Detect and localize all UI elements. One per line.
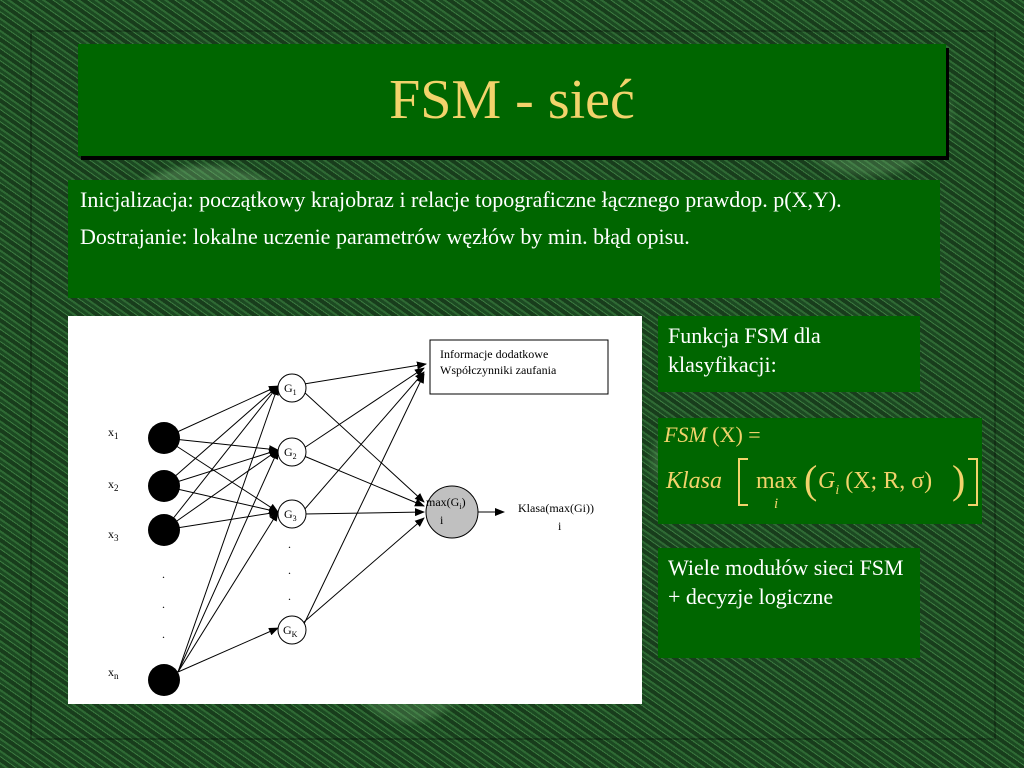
input-label-n: xn: [108, 665, 119, 681]
formula-klasa: Klasa: [666, 468, 723, 494]
svg-text:Informacje dodatkowe: Informacje dodatkowe: [440, 347, 548, 361]
function-text: Funkcja FSM dla klasyfikacji:: [668, 323, 821, 377]
output-under: i: [558, 519, 562, 533]
hidden-node-2: G2: [277, 437, 307, 467]
slide-title: FSM - sieć: [389, 69, 635, 131]
svg-text:max(Gi): max(Gi): [426, 495, 466, 511]
title-banner: FSM - sieć: [78, 44, 946, 156]
hidden-dot-1: .: [288, 537, 291, 551]
left-paren: (: [804, 457, 818, 502]
hidden-dot-3: .: [288, 589, 291, 603]
svg-text:GK: GK: [283, 623, 298, 639]
intro-initialization: Inicjalizacja: początkowy krajobraz i re…: [80, 187, 842, 212]
intro-tuning: Dostrajanie: lokalne uczenie parametrów …: [80, 223, 690, 249]
intro-box: Inicjalizacja: początkowy krajobraz i re…: [68, 180, 940, 298]
svg-text:G2: G2: [284, 445, 297, 461]
network-svg: x1 x2 x3 xn . . . G1 G2 G3 GK . . .: [108, 339, 609, 696]
input-dot-1: .: [162, 567, 165, 581]
input-dot-3: .: [162, 627, 165, 641]
function-box: Funkcja FSM dla klasyfikacji:: [658, 316, 920, 392]
svg-text:i: i: [440, 513, 444, 527]
svg-text:G3: G3: [284, 507, 297, 523]
modules-text: Wiele modułów sieci FSM + decyzje logicz…: [668, 555, 904, 609]
input-node-1: [148, 422, 180, 454]
formula-max-sub: i: [774, 496, 779, 512]
hidden-connections: [303, 361, 505, 625]
network-diagram: x1 x2 x3 xn . . . G1 G2 G3 GK . . .: [68, 316, 642, 704]
input-connections: [163, 385, 279, 673]
hidden-node-1: G1: [277, 373, 307, 403]
hidden-node-3: G3: [277, 499, 307, 529]
formula-lhs: FSM (X) =: [664, 422, 976, 448]
formula-arg: (X) =: [712, 422, 761, 447]
fsm-formula: FSM (X) = Klasa max i ( Gi (X; R, σ) ): [658, 418, 982, 524]
input-dot-2: .: [162, 597, 165, 611]
input-node-3: [148, 514, 180, 546]
max-node: max(Gi) i: [425, 485, 479, 539]
right-paren: ): [952, 457, 966, 502]
formula-max: max: [756, 468, 798, 494]
formula-fsm: FSM: [664, 422, 707, 447]
formula-rhs: Klasa max i ( Gi (X; R, σ) ): [664, 456, 978, 516]
svg-text:Współczynniki zaufania: Współczynniki zaufania: [440, 363, 557, 377]
input-node-n: [148, 664, 180, 696]
input-label-1: x1: [108, 425, 119, 441]
formula-g-term: Gi (X; R, σ): [818, 468, 933, 498]
info-box: Informacje dodatkowe Współczynniki zaufa…: [429, 339, 609, 395]
modules-box: Wiele modułów sieci FSM + decyzje logicz…: [658, 548, 920, 658]
output-label: Klasa(max(Gi)): [518, 501, 594, 515]
input-label-3: x3: [108, 527, 119, 543]
svg-text:G1: G1: [284, 381, 297, 397]
hidden-dot-2: .: [288, 563, 291, 577]
right-bracket: [968, 458, 978, 506]
input-node-2: [148, 470, 180, 502]
input-label-2: x2: [108, 477, 119, 493]
hidden-node-k: GK: [277, 615, 307, 645]
left-bracket: [738, 458, 748, 506]
